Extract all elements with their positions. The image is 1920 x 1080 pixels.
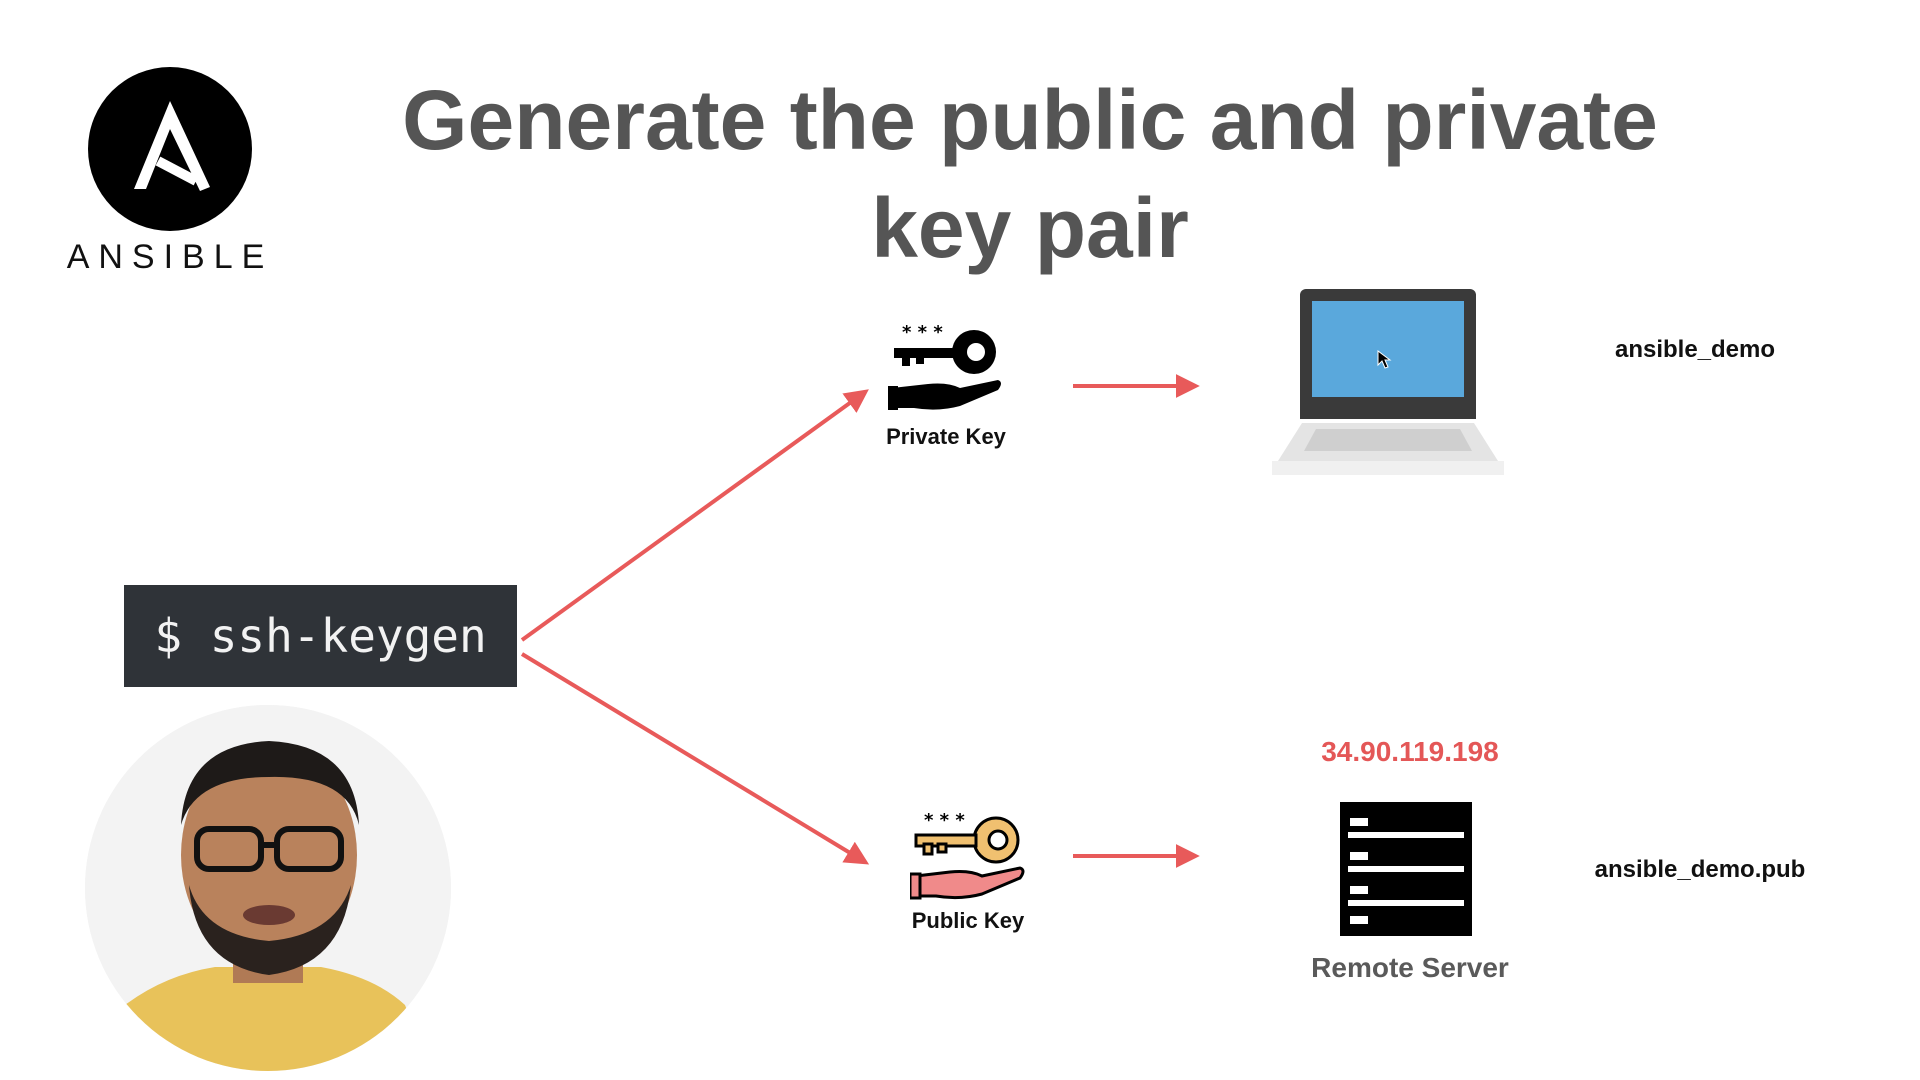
arrow-to-private-key [520, 389, 869, 642]
ansible-logo-icon [88, 67, 252, 231]
remote-server-label: Remote Server [1311, 952, 1509, 983]
server-icon [1340, 802, 1472, 936]
laptop-icon [1272, 289, 1504, 475]
ssh-keygen-command: $ ssh-keygen [124, 585, 517, 687]
presenter-avatar [85, 705, 451, 1071]
private-key-icon: * * * [888, 322, 1001, 410]
private-key-label: Private Key [886, 424, 1006, 449]
public-key-label: Public Key [911, 908, 1025, 933]
svg-text:* * *: * * * [902, 322, 943, 343]
server-ip: 34.90.119.198 [1321, 736, 1499, 767]
page-title: Generate the public and private key pair [402, 73, 1658, 275]
arrow-to-public-key [520, 652, 870, 865]
public-key-icon: * * * [910, 810, 1025, 900]
svg-text:* * *: * * * [924, 810, 965, 831]
ansible-wordmark: ANSIBLE [66, 238, 274, 276]
public-key-filename: ansible_demo.pub [1594, 856, 1806, 883]
private-key-filename: ansible_demo [1614, 336, 1776, 363]
